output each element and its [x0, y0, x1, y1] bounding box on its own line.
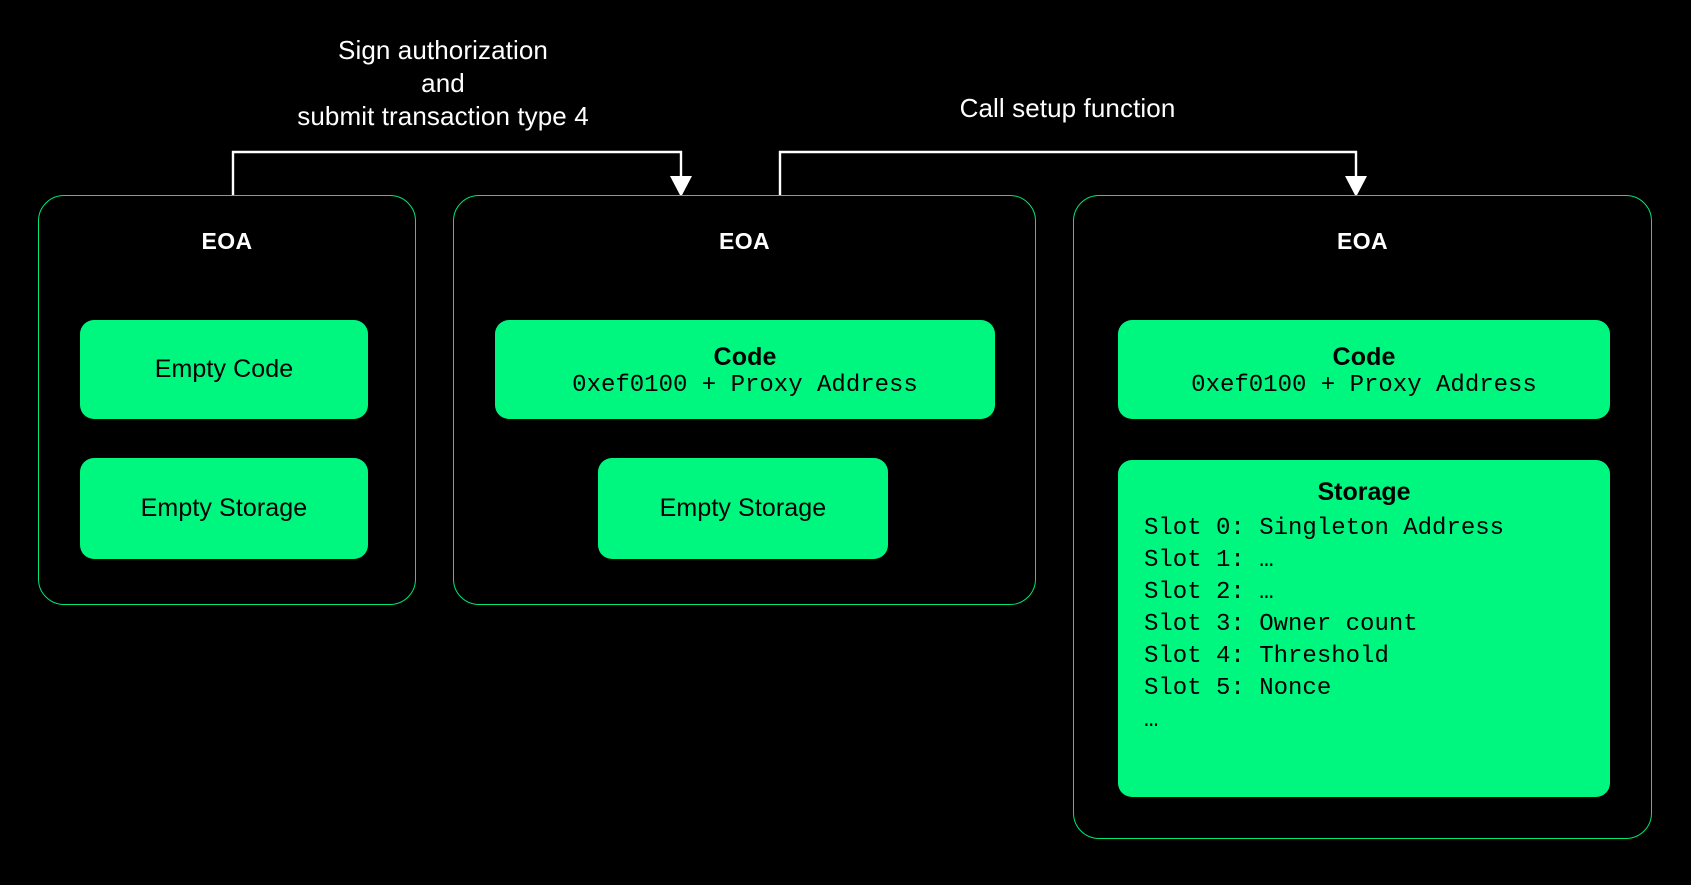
block-empty-code: Empty Code	[80, 320, 368, 419]
block-label: Code	[713, 342, 777, 371]
storage-slot-line: Slot 1: …	[1144, 547, 1274, 574]
block-code: Code 0xef0100 + Proxy Address	[495, 320, 995, 419]
storage-slot-line: Slot 3: Owner count	[1144, 611, 1418, 638]
card-title: EOA	[1336, 228, 1389, 254]
block-label: Empty Storage	[140, 494, 308, 522]
block-label: Empty Code	[154, 355, 294, 383]
block-label: Empty Storage	[659, 494, 827, 522]
card-title: EOA	[718, 228, 771, 254]
block-empty-storage: Empty Storage	[598, 458, 888, 559]
connector-arrow-1	[231, 150, 692, 197]
flow-label-sign-authorization: Sign authorization and submit transactio…	[297, 35, 589, 131]
storage-slot-line: Slot 2: …	[1144, 579, 1274, 606]
storage-slot-line: …	[1144, 707, 1159, 734]
storage-slot-line: Slot 0: Singleton Address	[1144, 515, 1505, 542]
storage-slot-line: Slot 4: Threshold	[1144, 643, 1389, 670]
block-code-value: 0xef0100 + Proxy Address	[1191, 371, 1537, 399]
connector-arrow-2	[778, 150, 1367, 197]
storage-slot-line: Slot 5: Nonce	[1144, 675, 1332, 702]
block-label: Code	[1332, 342, 1396, 371]
block-code-value: 0xef0100 + Proxy Address	[572, 371, 918, 399]
block-label: Storage	[1317, 478, 1411, 506]
block-code: Code 0xef0100 + Proxy Address	[1118, 320, 1610, 419]
block-empty-storage: Empty Storage	[80, 458, 368, 559]
flow-label-call-setup-function: Call setup function	[959, 93, 1176, 123]
card-title: EOA	[201, 228, 253, 254]
